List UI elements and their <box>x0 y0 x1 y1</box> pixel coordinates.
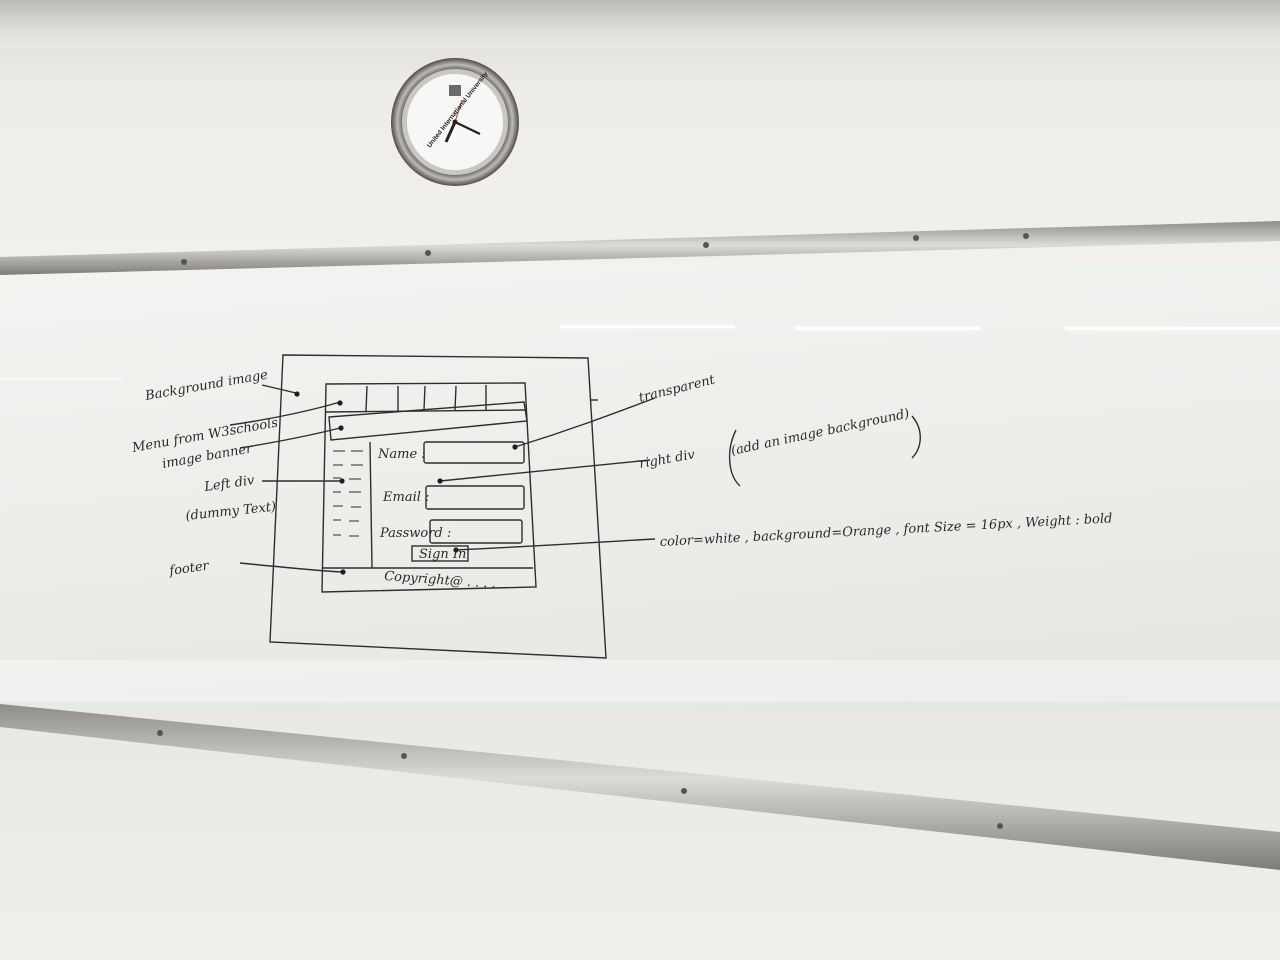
rail-screw <box>681 788 687 794</box>
signin-button-sketch <box>411 545 469 562</box>
pointer-transparent <box>514 397 656 448</box>
whiteboard <box>0 262 1280 710</box>
label-button-style: color=white , background=Orange , font S… <box>659 511 1112 550</box>
rail-screw <box>401 753 407 759</box>
pointer-background <box>261 384 297 394</box>
note-bracket-close <box>911 415 921 459</box>
form-name-label: Name : <box>377 447 426 462</box>
form-email-label: Email : <box>382 490 429 505</box>
pointer-menu <box>229 401 341 426</box>
name-input-sketch <box>423 441 525 464</box>
banner-box <box>328 401 528 441</box>
rail-screw <box>1023 233 1029 239</box>
rail-screw <box>157 730 163 736</box>
upper-rail <box>0 221 1280 275</box>
glare-band <box>0 660 1280 702</box>
label-left-div-note: (dummy Text) <box>185 500 277 524</box>
rail-screw <box>181 259 187 265</box>
password-input-sketch <box>429 519 523 544</box>
pointer-banner <box>239 427 341 449</box>
university-logo <box>449 85 461 96</box>
dummy-text-dashes <box>333 450 363 537</box>
label-right-div-note: (add an image background) <box>730 406 911 459</box>
wireframe-sketch <box>229 354 921 659</box>
label-background-image: Background image <box>143 368 269 405</box>
page-container <box>321 382 537 593</box>
label-transparent: transparent <box>637 372 717 406</box>
clock-second-hand <box>454 99 463 123</box>
marker-dots <box>294 391 518 575</box>
rail-screw <box>425 250 431 256</box>
label-footer: footer <box>167 558 210 579</box>
email-input-sketch <box>425 485 525 510</box>
form-copyright: Copyright@ . . . . <box>384 569 497 592</box>
top-frame-rail <box>0 0 1280 48</box>
light-reflection <box>0 378 120 380</box>
label-left-div: Left div <box>202 473 256 495</box>
rail-screw <box>997 823 1003 829</box>
rail-screw <box>703 242 709 248</box>
clock-minute-hand <box>454 121 481 135</box>
outer-frame <box>269 354 607 659</box>
light-reflection <box>560 325 735 328</box>
pointer-signin <box>454 538 656 551</box>
pointer-right-div <box>439 459 651 482</box>
wall-clock: United International University <box>391 58 519 186</box>
clock-hour-hand <box>444 121 457 143</box>
light-reflection <box>795 327 980 330</box>
pointer-footer <box>239 562 343 573</box>
label-right-div: right div <box>638 447 697 472</box>
rail-screw <box>913 235 919 241</box>
note-bracket-open <box>729 429 741 487</box>
form-password-label: Password : <box>379 526 451 541</box>
light-reflection <box>1065 327 1280 330</box>
lower-rail <box>0 704 1280 870</box>
form-signin-label: Sign In <box>419 547 466 562</box>
